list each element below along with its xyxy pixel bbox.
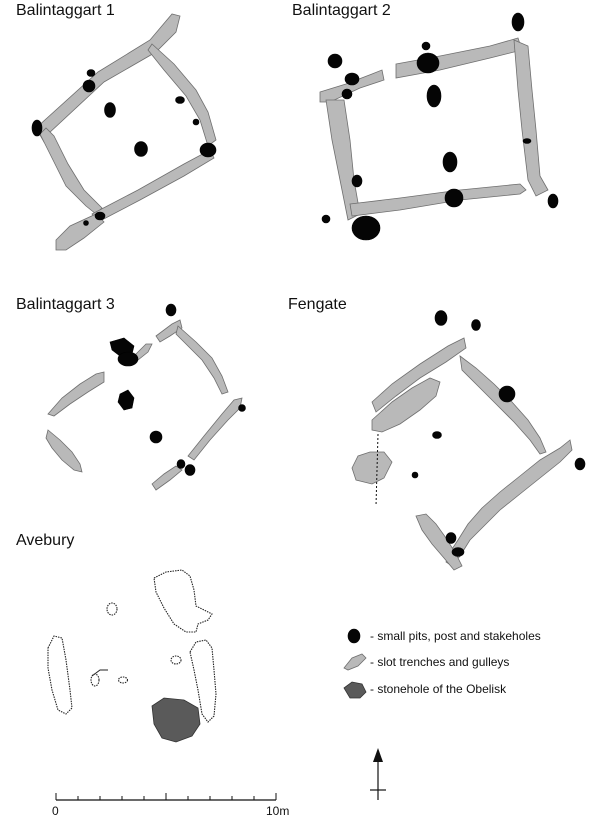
gully — [349, 183, 527, 217]
balintaggart-3-plan — [45, 303, 246, 491]
gully — [155, 319, 183, 343]
pit — [86, 69, 96, 77]
gully — [513, 39, 549, 197]
site-title-balintaggart-1: Balintaggart 1 — [16, 2, 115, 19]
pit — [442, 151, 458, 173]
stone-outline — [153, 569, 213, 633]
stone-outline — [47, 635, 73, 715]
site-title-balintaggart-2: Balintaggart 2 — [292, 2, 391, 19]
pit — [149, 430, 163, 444]
pit — [351, 174, 363, 188]
site-title-fengate: Fengate — [288, 296, 347, 313]
pit — [451, 547, 465, 557]
pit — [199, 142, 217, 158]
pit — [445, 532, 457, 544]
stone-outline — [106, 602, 118, 616]
pit — [344, 72, 360, 86]
scale-start-label: 0 — [52, 804, 59, 818]
scale-ticks — [55, 793, 277, 800]
avebury-plan — [47, 569, 217, 743]
gully — [47, 371, 105, 417]
legend-trenches-label: - slot trenches and gulleys — [370, 655, 510, 669]
north-arrow — [370, 748, 386, 800]
pit — [351, 215, 381, 241]
pit — [176, 459, 186, 469]
pit — [31, 119, 43, 137]
pit — [341, 88, 353, 100]
pit — [82, 79, 96, 93]
gully — [55, 213, 105, 251]
pit — [416, 52, 440, 74]
gully — [351, 451, 393, 485]
stone-outline — [91, 669, 108, 677]
gully — [371, 337, 467, 413]
fengate-plan — [351, 310, 586, 571]
gully — [35, 13, 181, 143]
section-line — [375, 433, 379, 507]
legend-pits-label: - small pits, post and stakeholes — [370, 629, 541, 643]
pit — [421, 41, 431, 51]
pit — [134, 141, 148, 157]
gully — [39, 127, 103, 215]
gully — [445, 439, 573, 567]
stone-outline — [170, 655, 182, 665]
pit — [104, 102, 116, 118]
pit — [434, 310, 448, 326]
pit — [547, 193, 559, 209]
pit — [522, 138, 532, 144]
gully — [175, 325, 229, 395]
gully — [395, 37, 523, 79]
pit — [175, 96, 185, 104]
legend-pit-symbol — [347, 628, 361, 644]
pit — [511, 12, 525, 32]
gully — [91, 149, 215, 223]
pit — [574, 457, 586, 471]
site-title-avebury: Avebury — [16, 532, 75, 549]
pit — [238, 404, 246, 412]
pit — [327, 53, 343, 69]
pit — [184, 464, 196, 476]
gully — [415, 513, 463, 571]
pit — [411, 471, 419, 479]
balintaggart-1-plan — [31, 13, 217, 251]
gully — [371, 377, 441, 433]
balintaggart-2-plan — [319, 12, 559, 241]
pit — [321, 214, 331, 224]
legend-stonehole-symbol — [343, 681, 367, 699]
pit — [444, 188, 464, 208]
legend-trench-symbol — [343, 653, 367, 671]
site-title-balintaggart-3: Balintaggart 3 — [16, 296, 115, 313]
legend-symbols — [343, 628, 367, 699]
pit — [94, 211, 106, 221]
pit — [83, 220, 89, 226]
pit — [165, 303, 177, 317]
pit — [432, 431, 442, 439]
pit — [117, 351, 139, 367]
gully — [151, 465, 183, 491]
pit — [426, 84, 442, 108]
pit — [498, 385, 516, 403]
pit — [117, 389, 135, 411]
pit — [471, 319, 481, 331]
gully — [147, 43, 217, 147]
obelisk-stonehole — [151, 697, 201, 743]
legend-stonehole-label: - stonehole of the Obelisk — [370, 682, 507, 696]
gully — [187, 397, 243, 461]
gully — [45, 429, 83, 473]
scale-end-label: 10m — [266, 804, 290, 818]
gully — [459, 355, 547, 455]
gully — [325, 99, 361, 221]
scale-bar — [55, 793, 277, 801]
stone-outline — [189, 639, 217, 723]
stone-outline — [117, 676, 129, 684]
pit — [192, 118, 200, 126]
